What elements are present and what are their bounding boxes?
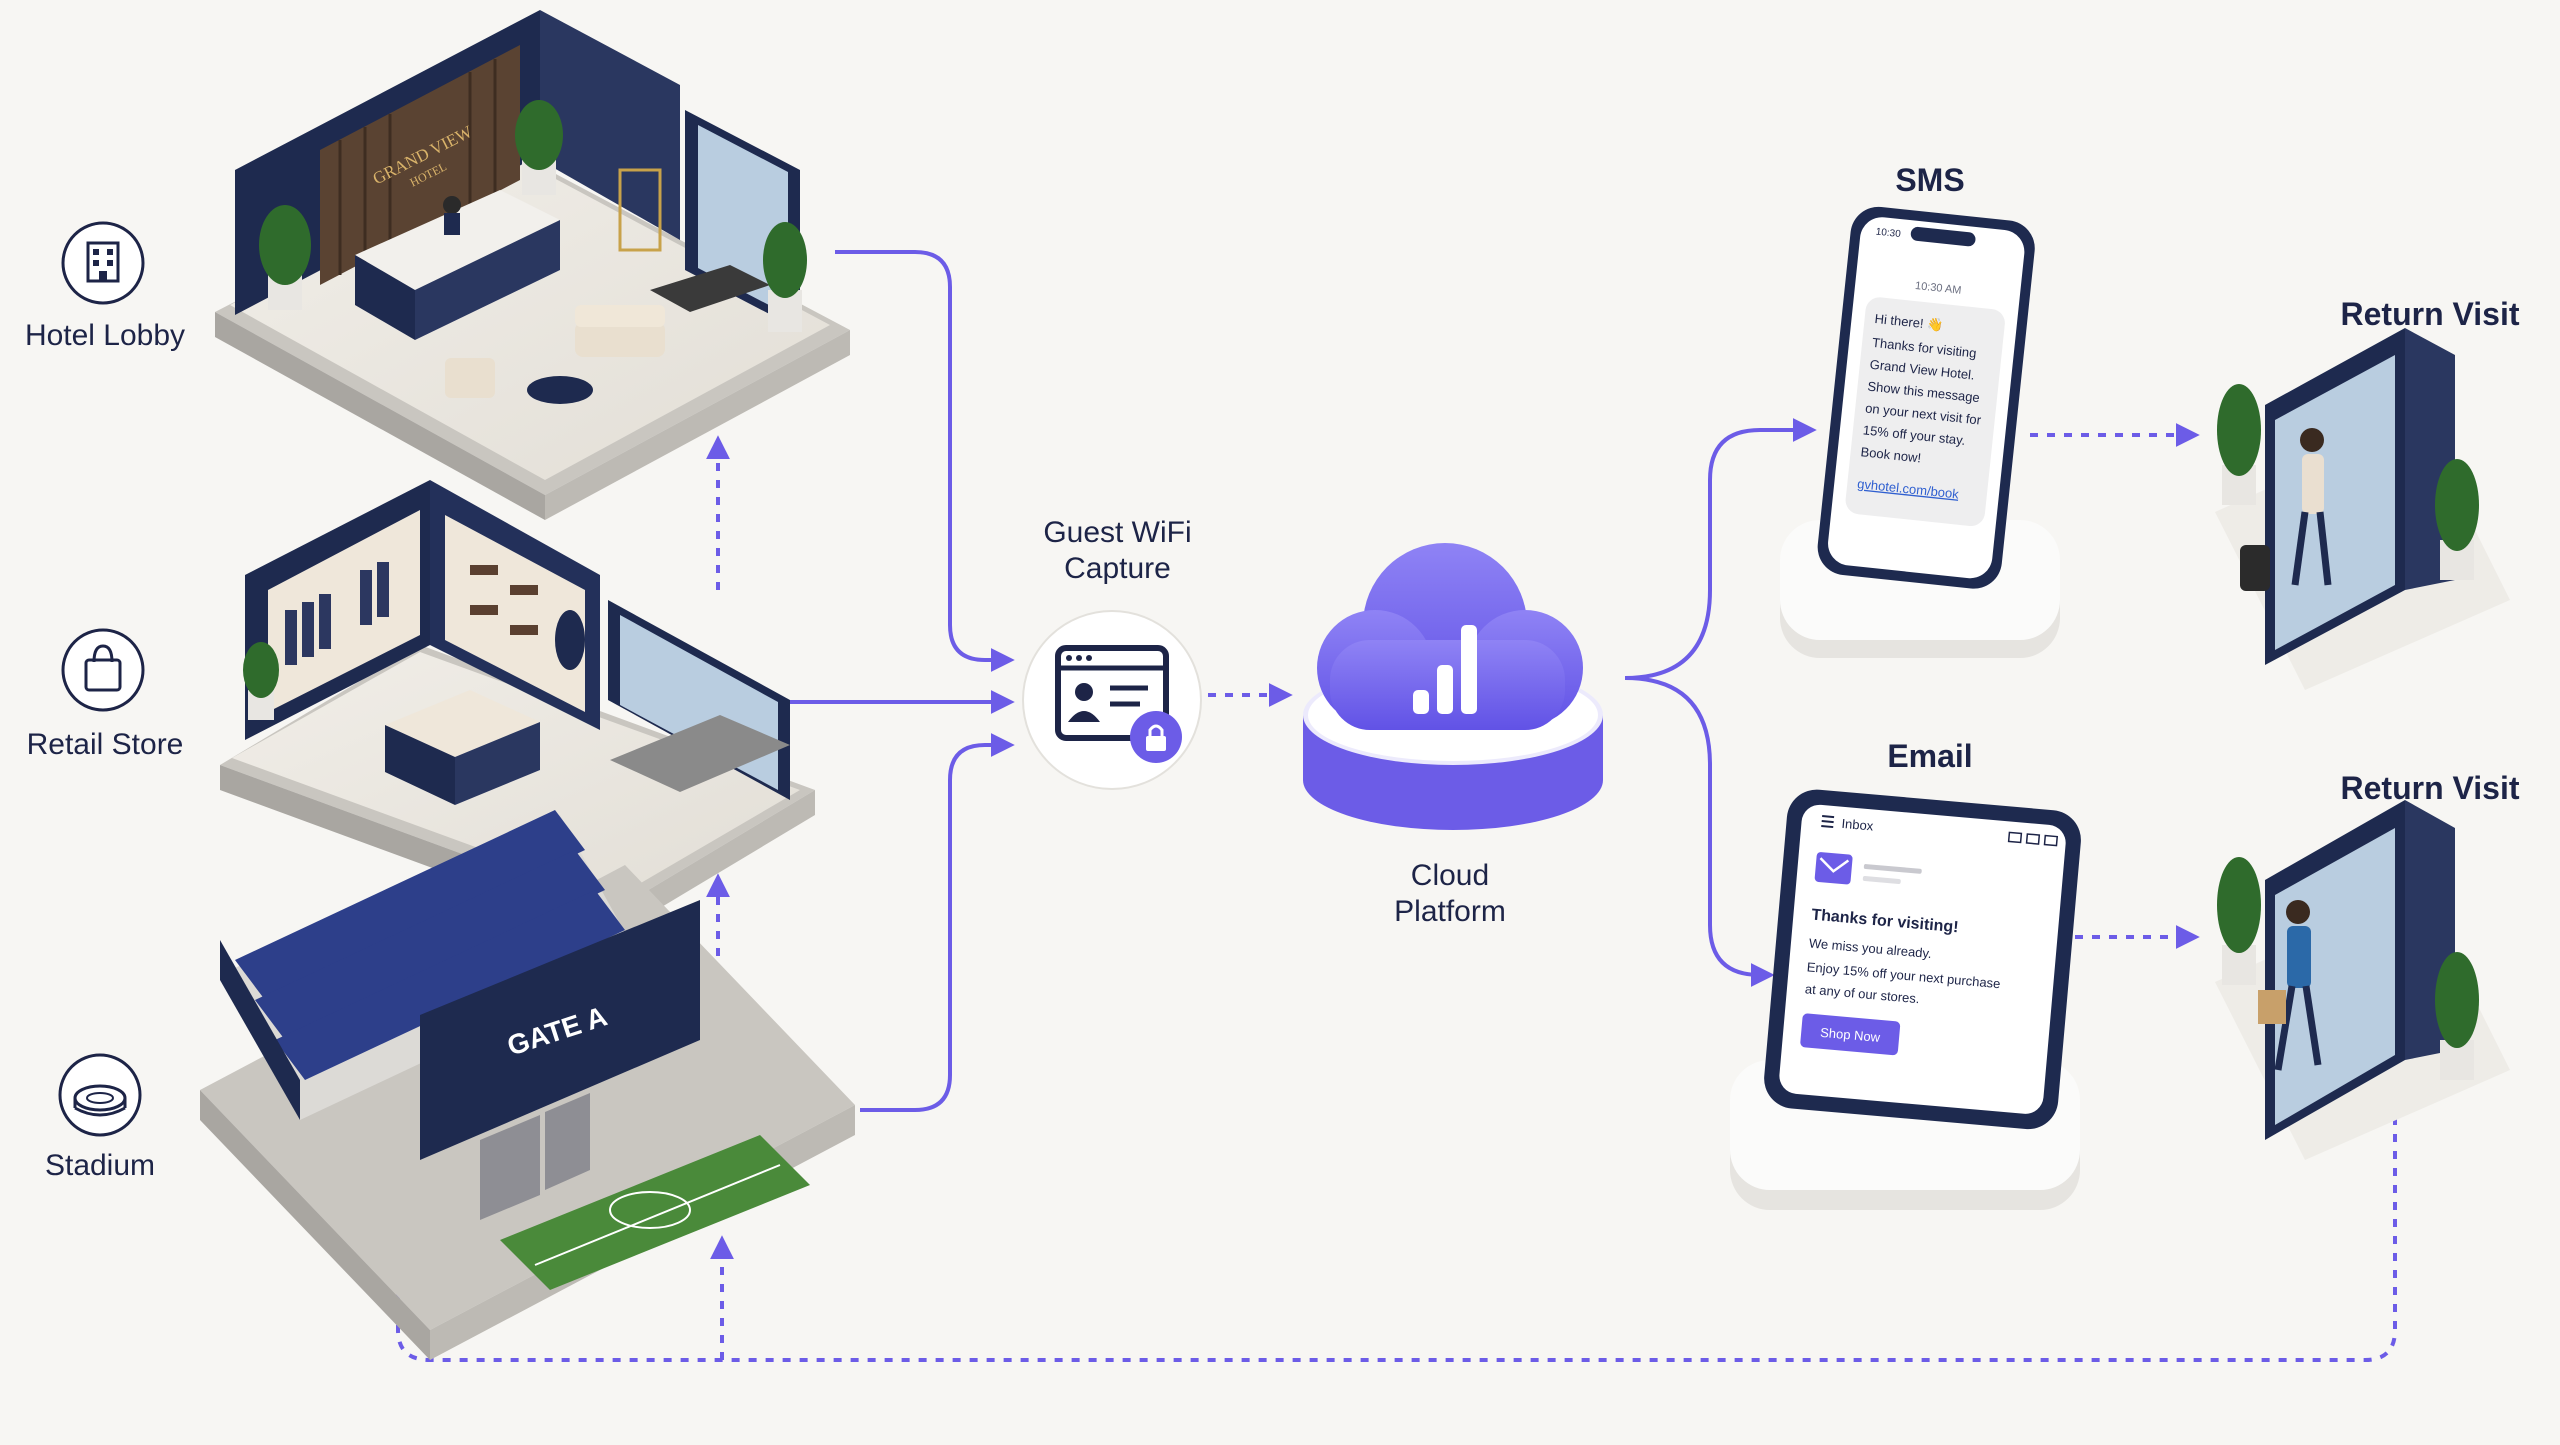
building-icon bbox=[61, 221, 145, 305]
sms-status-time: 10:30 bbox=[1875, 227, 1901, 241]
connector-cloud-to-sms bbox=[1624, 418, 1817, 680]
shop-now-label: Shop Now bbox=[1820, 1025, 1882, 1045]
plant-icon bbox=[515, 100, 563, 195]
stadium-label: Stadium bbox=[44, 1149, 156, 1182]
shop-now-button[interactable] bbox=[1800, 1013, 1901, 1056]
sms-message-time: 10:30 AM bbox=[1914, 280, 1961, 297]
cloud-label-line2: Platform bbox=[1394, 895, 1506, 928]
capture-node bbox=[1022, 610, 1202, 790]
return-visit-bottom-label: Return Visit bbox=[2340, 770, 2520, 806]
sms-line: Book now! bbox=[1860, 444, 1922, 465]
return-visit-top-label: Return Visit bbox=[2340, 296, 2520, 332]
hotel-lobby-scene: GRAND VIEW HOTEL bbox=[215, 10, 850, 520]
return-visit-bottom-scene bbox=[2215, 800, 2510, 1160]
plant-icon bbox=[2217, 857, 2261, 985]
shopping-bag-icon bbox=[61, 628, 145, 712]
sms-phone: 10:30 10:30 AM Hi there! 👋 Thanks for vi… bbox=[1780, 206, 2060, 658]
connector-stadium-to-capture bbox=[860, 733, 1015, 1112]
stadium-icon bbox=[58, 1053, 142, 1137]
plant-icon bbox=[243, 642, 279, 720]
capture-label: Guest WiFi Capture bbox=[1010, 515, 1225, 587]
retail-store-label: Retail Store bbox=[26, 728, 184, 761]
stadium-scene: GATE A bbox=[200, 810, 855, 1360]
return-visit-top-scene bbox=[2215, 328, 2510, 690]
lock-icon bbox=[1130, 711, 1182, 763]
plant-icon bbox=[2435, 952, 2479, 1080]
cloud-label: Cloud Platform bbox=[1360, 858, 1540, 930]
browser-profile-icon bbox=[1055, 645, 1169, 741]
plant-icon bbox=[2217, 384, 2261, 505]
connector-return-loop bbox=[386, 1100, 2397, 1362]
email-inbox-label: Inbox bbox=[1841, 816, 1874, 834]
email-title: Email bbox=[1887, 738, 1973, 774]
capture-label-line1: Guest WiFi bbox=[1043, 516, 1192, 549]
hotel-lobby-label: Hotel Lobby bbox=[24, 319, 186, 352]
plant-icon bbox=[763, 222, 807, 332]
sms-title: SMS bbox=[1895, 162, 1965, 198]
plant-icon bbox=[2435, 459, 2479, 580]
cloud-label-line1: Cloud bbox=[1410, 859, 1490, 892]
cloud-platform-node bbox=[1303, 543, 1603, 830]
connectors bbox=[386, 250, 2397, 1362]
retail-store-scene bbox=[220, 480, 815, 935]
mail-icon bbox=[1814, 852, 1853, 885]
connector-hotel-to-capture bbox=[835, 250, 1015, 672]
bar-chart-icon bbox=[1413, 625, 1477, 714]
connector-cloud-to-email bbox=[1624, 676, 1775, 987]
plant-icon bbox=[259, 205, 311, 310]
capture-label-line2: Capture bbox=[1064, 552, 1171, 585]
email-tablet: Inbox Thanks for visiting! We miss you a… bbox=[1730, 789, 2081, 1210]
